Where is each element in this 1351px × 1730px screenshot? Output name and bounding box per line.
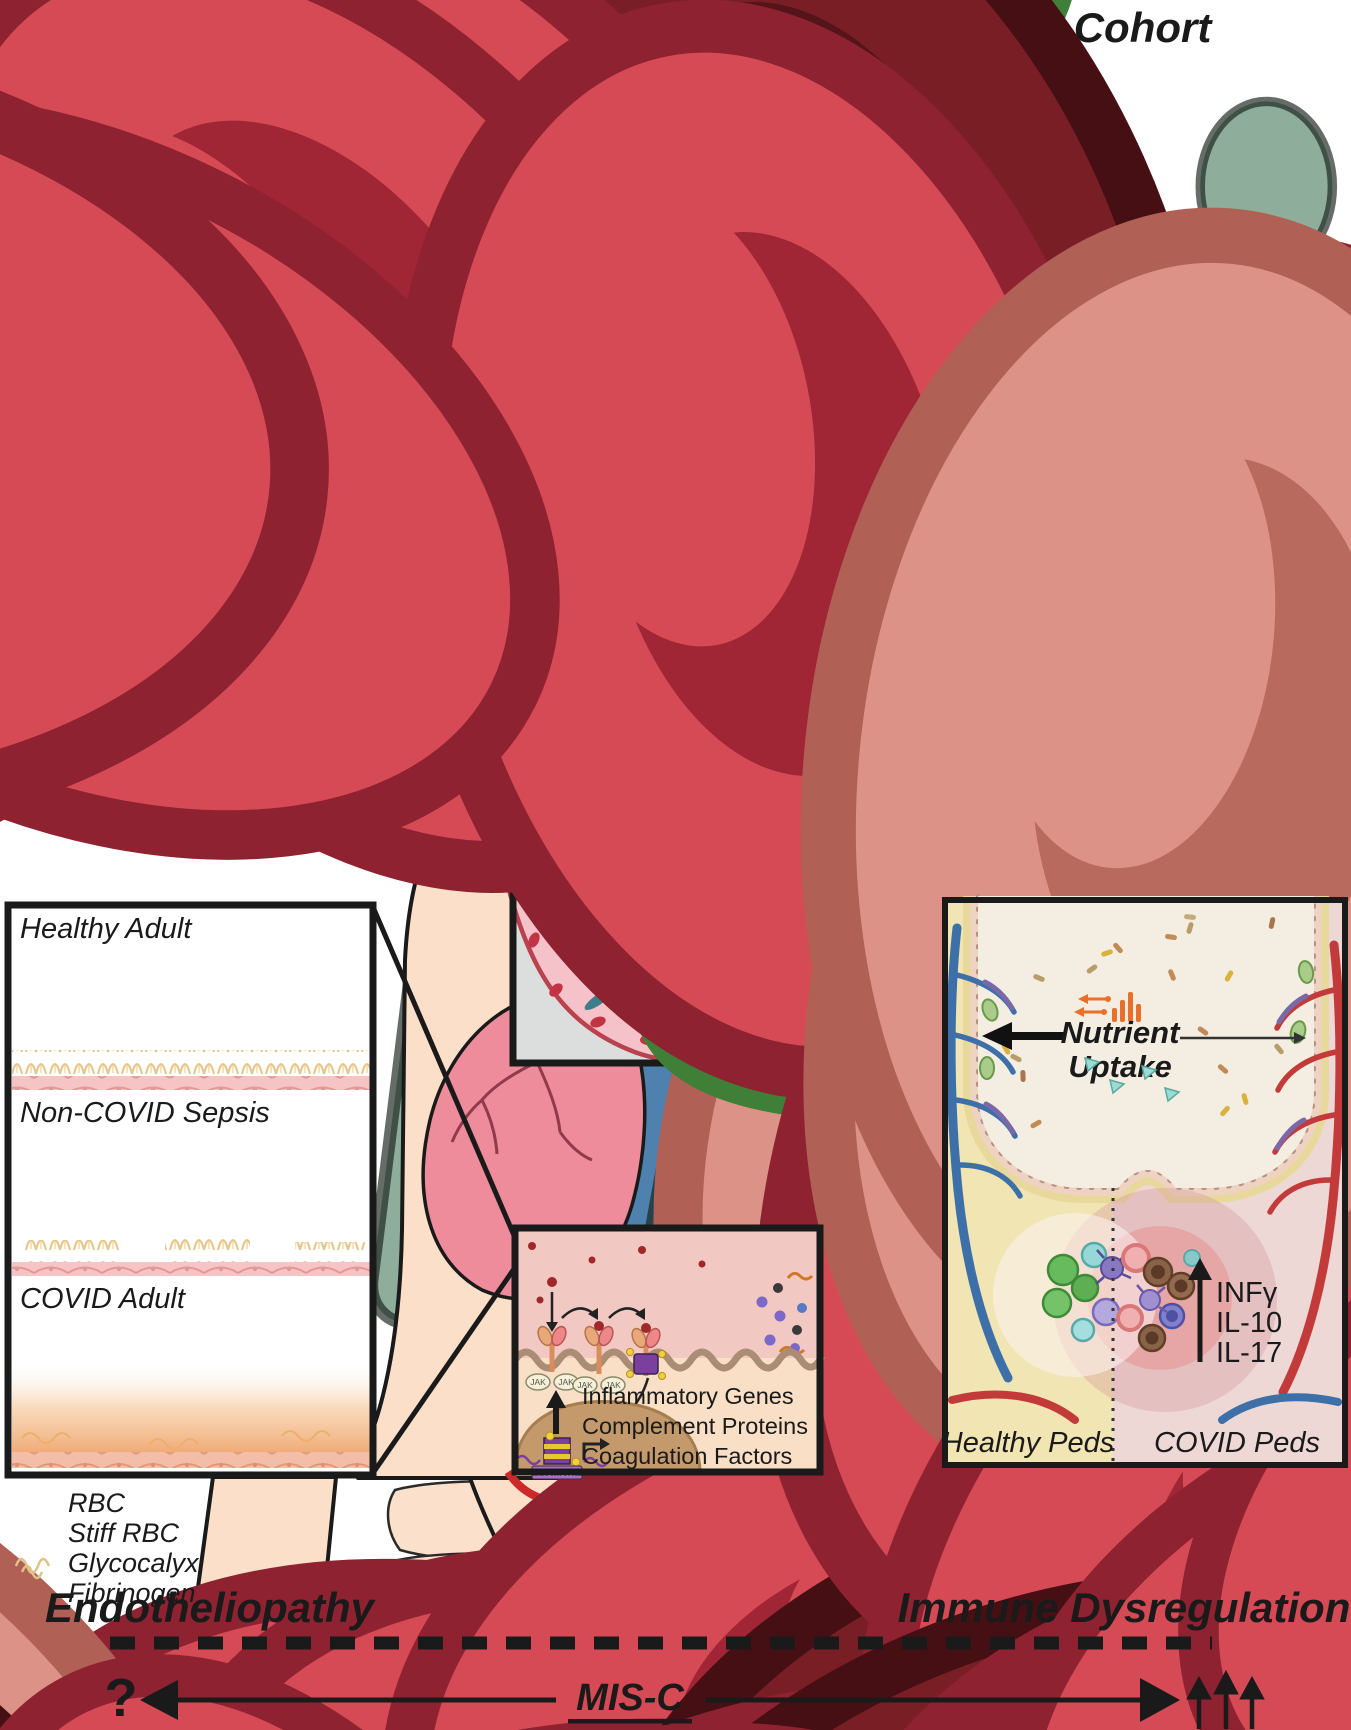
secreted-factor-dots xyxy=(756,1283,807,1353)
bacterium-rod xyxy=(1241,1093,1249,1105)
degraded-glycocalyx xyxy=(21,1430,331,1450)
nutrient-label-2: Uptake xyxy=(1068,1049,1171,1084)
bacterium-rod xyxy=(1268,917,1276,929)
immune-cell-cluster xyxy=(1041,1241,1201,1353)
jak-label: JAK xyxy=(605,1380,621,1390)
bacterium-rod xyxy=(1086,964,1098,974)
gene-line-1: Inflammatory Genes xyxy=(582,1383,794,1409)
receptor xyxy=(626,1323,666,1380)
bacterium-rod xyxy=(1010,1053,1022,1063)
jak-label: JAK xyxy=(577,1380,593,1390)
bacterium-rod xyxy=(1020,1070,1026,1082)
legend-label-glyco: Glycocalyx xyxy=(68,1548,200,1578)
endothelium-strip xyxy=(12,1076,370,1090)
bacterium-rod xyxy=(1168,969,1176,981)
endothelial-gene-panel: JAK JAK JAK JAK Promoter Inflammatory Ge… xyxy=(0,1036,1351,1730)
row-label-healthy-adult: Healthy Adult xyxy=(20,913,193,945)
receptor xyxy=(537,1325,567,1372)
glycocalyx-band-full xyxy=(12,1050,370,1076)
red-vessel-tree xyxy=(1218,940,1345,1424)
endothelium-strip-covid xyxy=(12,1452,370,1468)
bacterium-rod xyxy=(1030,1119,1042,1129)
jak-ovals: JAK JAK JAK JAK xyxy=(525,1373,626,1394)
transcription-arrow xyxy=(582,1442,604,1460)
nutrient-uptake-arrow xyxy=(982,1022,1306,1050)
legend-label-stiff: Stiff RBC xyxy=(68,1518,180,1548)
immune-dysregulation-label: Immune Dysregulation xyxy=(898,1584,1351,1631)
bacterium-rod xyxy=(1101,949,1113,957)
dendritic-cell xyxy=(1136,1284,1168,1314)
transcription-factor xyxy=(543,1437,571,1465)
misc-spectrum-axis: ? MIS-C xyxy=(105,1668,1265,1729)
bacterium-rod xyxy=(1197,1026,1209,1036)
cytokine-label-infg: INFγ xyxy=(1216,1277,1278,1309)
gene-line-2: Complement Proteins xyxy=(582,1413,808,1439)
bacterium-rod xyxy=(1224,970,1234,982)
misc-axis-label: MIS-C xyxy=(576,1677,684,1719)
legend-glycocalyx-icon xyxy=(14,1557,51,1580)
bacterium-rod xyxy=(1186,922,1194,934)
ligand-dots xyxy=(528,1242,706,1304)
bacterium-rod xyxy=(1220,1105,1230,1117)
gut-microbes-green xyxy=(979,960,1315,1080)
bacterium-rod xyxy=(1113,942,1123,954)
microbiome-rods xyxy=(1001,914,1284,1129)
bacterium-rod xyxy=(1001,1043,1011,1055)
bacterium-rod xyxy=(1184,914,1196,920)
receptor xyxy=(584,1321,614,1374)
arrow-right-icon xyxy=(1140,1678,1180,1722)
row-label-sepsis: Non-COVID Sepsis xyxy=(20,1097,270,1129)
covid-peds-label: COVID Peds xyxy=(1154,1427,1320,1459)
legend-label-rbc: RBC xyxy=(68,1488,126,1518)
nutrient-triangles xyxy=(1083,1056,1181,1103)
inflammation-gradient xyxy=(12,1360,370,1452)
row-label-covid-adult: COVID Adult xyxy=(20,1283,187,1315)
up-arrow-icon xyxy=(546,1390,566,1408)
legend-label-fib: Fibrinogen xyxy=(68,1578,196,1608)
healthy-peds-label: Healthy Peds xyxy=(942,1427,1115,1459)
bacterium-rod xyxy=(1274,1043,1284,1055)
nutrient-label-1: Nutrient xyxy=(1061,1015,1182,1050)
bacterium-rod xyxy=(1217,1064,1229,1074)
blue-vessel-tree xyxy=(946,923,1079,1424)
nutrient-glyph xyxy=(1074,992,1141,1022)
unknown-question-mark: ? xyxy=(105,1668,138,1728)
cytokine-label-il10: IL-10 xyxy=(1216,1307,1282,1339)
cell-membrane-wavy xyxy=(512,1348,826,1372)
endotheliopathy-label: Endotheliopathy xyxy=(45,1584,377,1631)
up-arrows-icon xyxy=(1186,1669,1265,1729)
jak-label: JAK xyxy=(530,1377,546,1387)
gut-lumen xyxy=(978,896,1314,1188)
cytokine-label-il17: IL-17 xyxy=(1216,1337,1282,1369)
bacterium-rod xyxy=(1033,974,1045,982)
arrow-left-icon xyxy=(140,1680,178,1720)
jak-receptors: JAK JAK JAK JAK xyxy=(525,1292,666,1394)
jak-label: JAK xyxy=(558,1377,574,1387)
pediatric-gut-panel: Nutrient Uptake xyxy=(942,894,1348,1468)
bacterium-rod xyxy=(1165,934,1177,940)
gene-line-3: Coagulation Factors xyxy=(582,1443,792,1469)
endothelium-strip xyxy=(12,1262,370,1276)
up-arrow-icon xyxy=(1188,1258,1212,1280)
legend: RBC Stiff RBC Glycocalyx Fibrinogen xyxy=(14,1488,1099,1730)
